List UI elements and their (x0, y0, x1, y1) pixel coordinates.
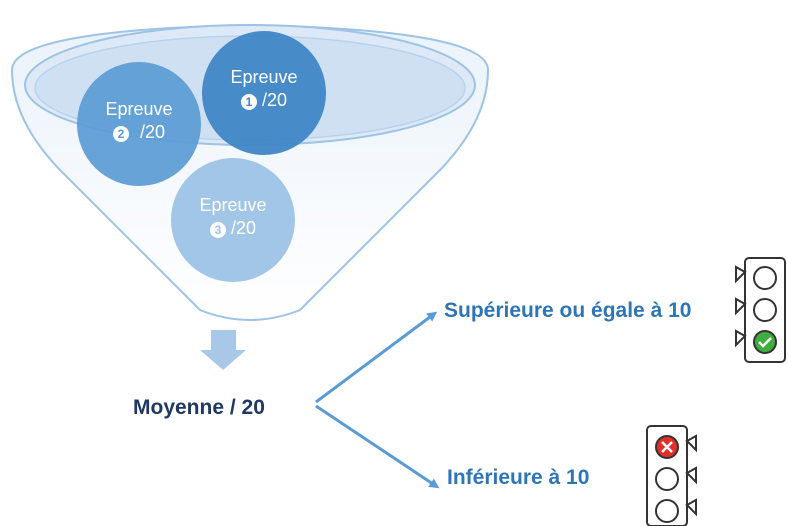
down-arrow (200, 330, 246, 370)
epreuve-2-circle (77, 62, 201, 186)
epreuve-1-circle (202, 31, 326, 155)
fail-label: Inférieure à 10 (447, 466, 590, 489)
result-label: Moyenne / 20 (133, 396, 265, 419)
epreuve-1-suffix: /20 (261, 90, 288, 110)
badge-1-icon: 1 (240, 94, 257, 110)
epreuve-1-label: Epreuve 1 /20 (214, 66, 314, 112)
epreuve-2-name: Epreuve (105, 99, 173, 119)
epreuve-2-label: Epreuve 2 /20 (89, 98, 189, 144)
traffic-light-green-icon (735, 257, 786, 363)
epreuve-3-circle (171, 158, 295, 282)
epreuve-3-label: Epreuve 3 /20 (183, 194, 283, 240)
epreuve-3-name: Epreuve (199, 195, 267, 215)
pass-label: Supérieure ou égale à 10 (444, 299, 692, 322)
arrow-to-pass (315, 311, 438, 404)
epreuve-1-name: Epreuve (230, 67, 298, 87)
traffic-light-red-icon (646, 425, 697, 526)
badge-3-icon: 3 (209, 222, 226, 238)
epreuve-3-suffix: /20 (230, 218, 257, 238)
epreuve-2-suffix: /20 (139, 122, 166, 142)
arrow-to-fail (315, 404, 440, 489)
badge-2-icon: 2 (112, 126, 129, 142)
